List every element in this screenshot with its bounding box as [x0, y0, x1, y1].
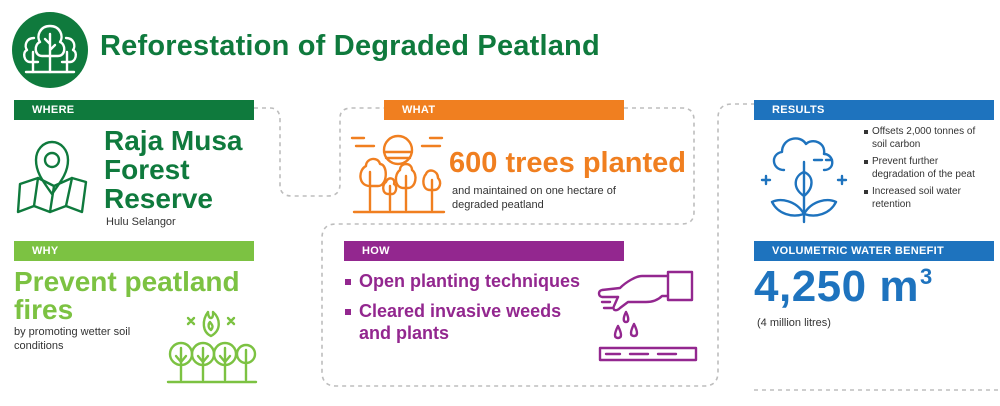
where-label: WHERE — [14, 100, 254, 120]
how-label: HOW — [344, 241, 624, 261]
map-pin-icon — [16, 140, 88, 214]
cloud-leaf-icon — [760, 137, 848, 224]
place-name: Raja Musa Forest Reserve — [104, 126, 243, 213]
what-label: WHAT — [384, 100, 624, 120]
water-benefit-note: (4 million litres) — [757, 317, 831, 329]
hand-watering-icon — [597, 270, 698, 362]
forest-icon — [12, 12, 88, 88]
results-label: RESULTS — [754, 100, 994, 120]
water-benefit-value: 4,250 m3 — [754, 262, 933, 312]
place-line-3: Reserve — [104, 183, 213, 214]
how-item: Cleared invasive weeds and plants — [344, 300, 594, 344]
why-headline: Prevent peatland fires — [14, 268, 240, 324]
place-line-1: Raja Musa — [104, 125, 243, 156]
trees-sun-icon — [350, 134, 446, 214]
page-title: Reforestation of Degraded Peatland — [100, 30, 600, 62]
why-headline-line-2: fires — [14, 294, 74, 325]
trees-headline: 600 trees planted — [449, 147, 686, 179]
how-list: Open planting techniques Cleared invasiv… — [344, 270, 594, 352]
water-value-text: 4,250 m — [754, 262, 919, 311]
why-headline-line-1: Prevent peatland — [14, 266, 240, 297]
district-name: Hulu Selangor — [106, 216, 176, 228]
forest-fire-icon — [166, 310, 258, 384]
why-description: by promoting wetter soil conditions — [14, 326, 131, 352]
water-benefit-label: VOLUMETRIC WATER BENEFIT — [754, 241, 994, 261]
how-item: Open planting techniques — [344, 270, 594, 292]
place-line-2: Forest — [104, 154, 190, 185]
what-description: and maintained on one hectare of degrade… — [452, 185, 616, 211]
results-item: Increased soil water retention — [863, 185, 988, 211]
results-item: Prevent further degradation of the peat — [863, 155, 988, 181]
water-unit-power: 3 — [919, 264, 933, 289]
why-label: WHY — [14, 241, 254, 261]
results-list: Offsets 2,000 tonnes of soil carbon Prev… — [863, 125, 988, 215]
results-item: Offsets 2,000 tonnes of soil carbon — [863, 125, 988, 151]
